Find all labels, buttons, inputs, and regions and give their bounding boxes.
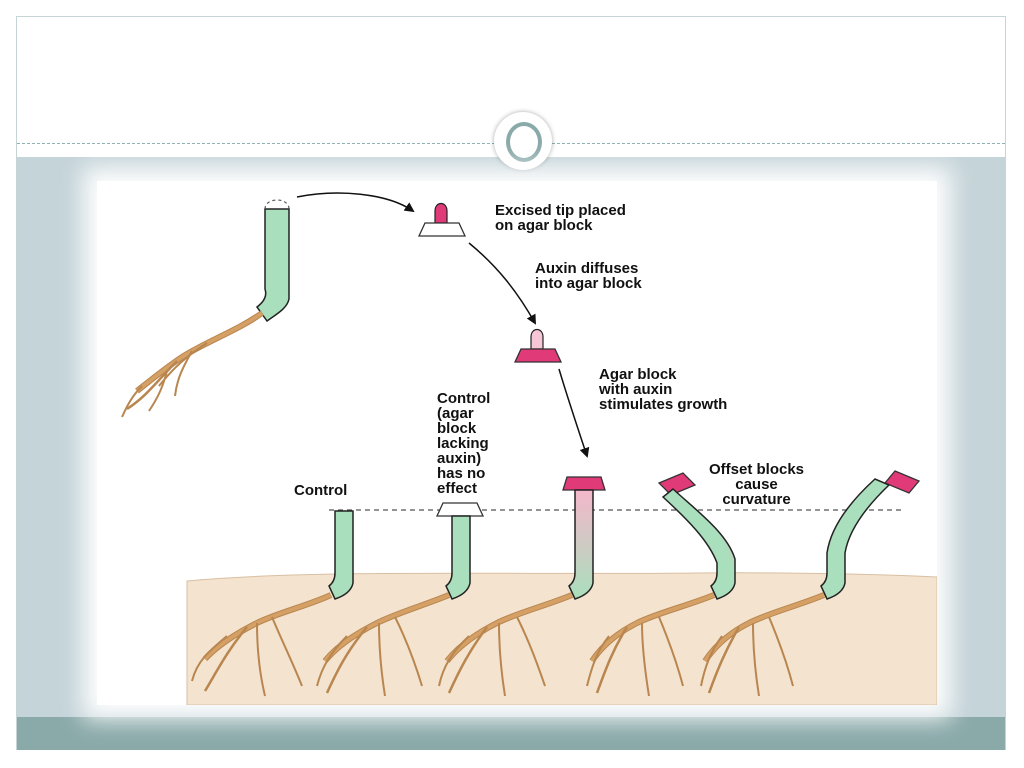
seedling-decapitated — [121, 199, 290, 418]
arrow-to-auxin-block — [468, 242, 536, 325]
seedling-plain-agar — [316, 502, 485, 697]
label-offset-blocks: Offset blocks cause curvature — [709, 461, 805, 508]
slide: Excised tip placed on agar block Auxin d… — [16, 16, 1006, 750]
figure-drawing — [121, 192, 937, 705]
soil-band — [186, 572, 937, 705]
excised-tip-on-agar — [417, 202, 467, 237]
seedling-offset-right — [700, 470, 921, 697]
auxin-experiment-figure: Excised tip placed on agar block Auxin d… — [97, 181, 937, 705]
label-excised-tip: Excised tip placed on agar block — [495, 202, 626, 234]
seedling-control — [191, 510, 354, 697]
arrow-tip-to-agar — [296, 192, 415, 213]
tip-on-auxin-block — [513, 328, 563, 363]
footer-bar — [17, 717, 1005, 750]
seedling-auxin-agar — [438, 476, 606, 697]
label-control-no-effect: Control (agar block lacking auxin) has n… — [437, 390, 491, 497]
label-agar-with-auxin: Agar block with auxin stimulates growth — [599, 366, 728, 413]
seedling-offset-left — [586, 472, 736, 697]
divider-ring-icon — [494, 112, 552, 170]
label-control: Control — [294, 482, 348, 499]
arrow-to-treated-seedling — [558, 368, 590, 458]
label-auxin-diffuses: Auxin diffuses into agar block — [535, 260, 642, 292]
